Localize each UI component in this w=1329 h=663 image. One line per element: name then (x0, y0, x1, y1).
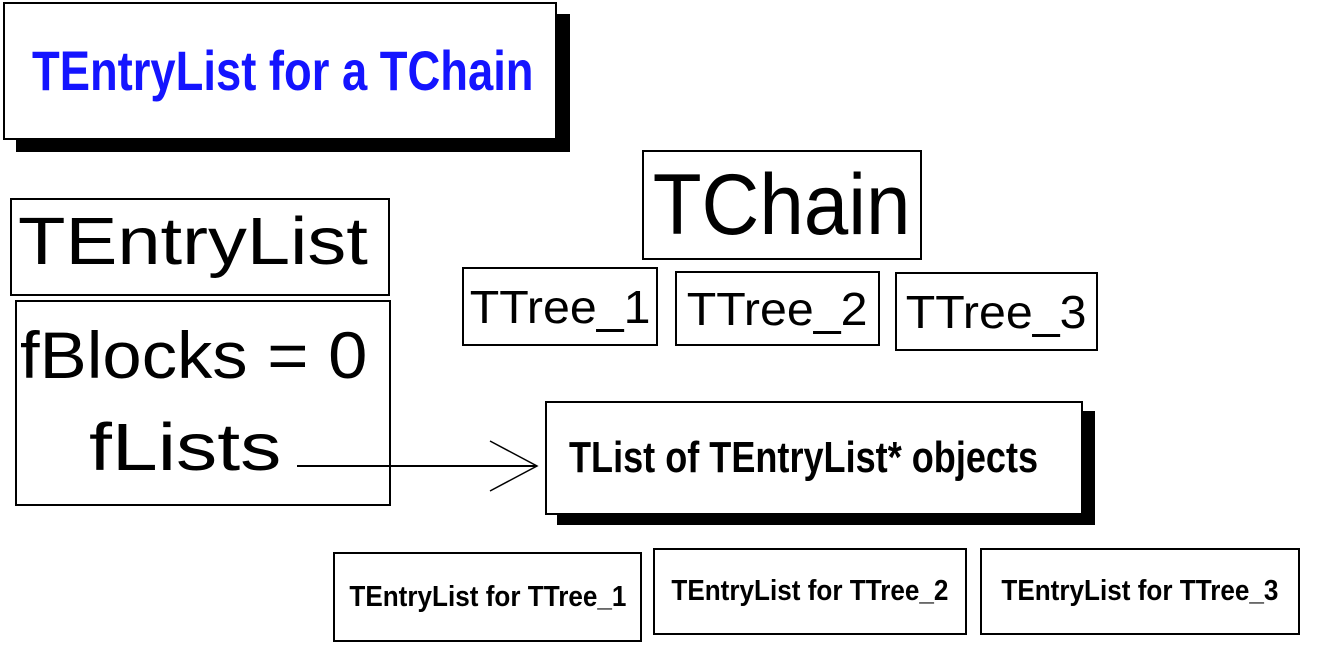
tlist-label: TList of TEntryList* objects (569, 433, 1039, 482)
flists-field-label: fLists (89, 410, 282, 485)
ttree-box-1: TTree_1 (462, 267, 658, 346)
entrylist-box-2: TEntryList for TTree_2 (653, 548, 967, 635)
entrylist-label-3: TEntryList for TTree_3 (1001, 575, 1279, 607)
ttree-label-3: TTree_3 (906, 285, 1087, 338)
tchain-box: TChain (642, 150, 922, 260)
ttree-label-2: TTree_2 (687, 282, 868, 335)
ttree-box-3: TTree_3 (895, 272, 1098, 351)
tentrylist-class-label: TEntryList (18, 204, 368, 279)
arrow-head (489, 440, 539, 492)
tentrylist-fields-box: fBlocks = 0 fLists (15, 300, 391, 506)
title-pave: TEntryList for a TChain (3, 2, 557, 140)
entrylist-label-1: TEntryList for TTree_1 (348, 580, 627, 613)
fblocks-field-label: fBlocks = 0 (20, 318, 368, 392)
entrylist-box-3: TEntryList for TTree_3 (980, 548, 1300, 635)
ttree-label-1: TTree_1 (469, 280, 651, 333)
entrylist-box-1: TEntryList for TTree_1 (333, 552, 642, 642)
tlist-pave: TList of TEntryList* objects (545, 401, 1083, 515)
tentrylist-class-box: TEntryList (10, 198, 390, 296)
entrylist-label-2: TEntryList for TTree_2 (671, 575, 949, 607)
tchain-label: TChain (653, 157, 911, 253)
ttree-box-2: TTree_2 (675, 271, 880, 346)
diagram-title: TEntryList for a TChain (32, 39, 534, 102)
